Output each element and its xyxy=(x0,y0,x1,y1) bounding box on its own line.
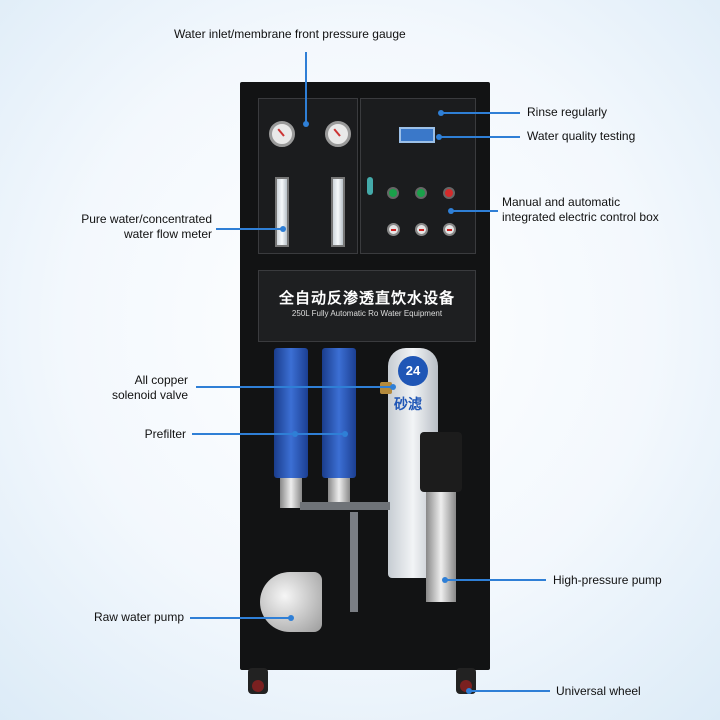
label-prefilter: Prefilter xyxy=(144,427,186,441)
probe-icon xyxy=(367,177,373,195)
callout-line-solenoid xyxy=(196,386,392,388)
label-solenoid: All copper solenoid valve xyxy=(111,373,188,402)
machine-title-en: 250L Fully Automatic Ro Water Equipment xyxy=(291,309,443,318)
callout-dot-control-box xyxy=(448,208,454,214)
callout-dot-solenoid xyxy=(390,384,396,390)
control-box xyxy=(360,98,476,254)
callout-dot-flow-meter xyxy=(280,226,286,232)
callout-line-wheel xyxy=(470,690,550,692)
green-indicator-lamp-2 xyxy=(415,187,427,199)
control-switch-3[interactable] xyxy=(443,223,456,236)
red-indicator-lamp xyxy=(443,187,455,199)
callout-dot-wheel xyxy=(466,688,472,694)
label-flow-meter: Pure water/concentrated water flow meter xyxy=(81,212,212,241)
title-plate: 全自动反渗透直饮水设备 250L Fully Automatic Ro Wate… xyxy=(258,270,476,342)
solenoid-valve xyxy=(380,382,392,394)
high-pressure-pump-body xyxy=(418,432,464,612)
callout-line-water-quality xyxy=(440,136,520,138)
green-indicator-lamp-1 xyxy=(387,187,399,199)
water-quality-meter xyxy=(399,127,435,143)
prefilter-housing-1 xyxy=(280,478,302,508)
badge-number: 24 xyxy=(405,363,421,378)
label-rinse: Rinse regularly xyxy=(527,105,608,119)
label-water-quality: Water quality testing xyxy=(527,129,636,143)
callout-line-prefilter xyxy=(192,433,344,435)
callout-line-raw-pump xyxy=(190,617,290,619)
callout-line-rinse xyxy=(442,112,520,114)
callout-line-control-box xyxy=(452,210,498,212)
callout-dot-rinse xyxy=(438,110,444,116)
inlet-pressure-gauge xyxy=(269,121,295,147)
callout-line-flow-meter xyxy=(216,228,282,230)
label-inlet-gauge: Water inlet/membrane front pressure gaug… xyxy=(174,27,406,41)
callout-line-high-pressure-pump xyxy=(446,579,546,581)
control-switch-2[interactable] xyxy=(415,223,428,236)
callout-dot-high-pressure-pump xyxy=(442,577,448,583)
tank-label: 砂滤 xyxy=(394,396,422,412)
label-high-pressure-pump: High-pressure pump xyxy=(553,573,662,587)
label-control-box: Manual and automatic integrated electric… xyxy=(502,195,659,224)
connector-pipe xyxy=(300,502,390,510)
concentrated-water-flow-meter xyxy=(331,177,345,247)
membrane-pressure-gauge xyxy=(325,121,351,147)
callout-dot-inlet xyxy=(303,121,309,127)
pure-water-flow-meter xyxy=(275,177,289,247)
outlet-pipe xyxy=(350,512,358,612)
callout-dot-prefilter-1 xyxy=(292,431,298,437)
prefilter-1 xyxy=(274,348,308,478)
machine-title-cn: 全自动反渗透直饮水设备 xyxy=(278,290,455,307)
raw-water-pump-body xyxy=(260,572,322,632)
prefilter-housing-2 xyxy=(328,478,350,508)
callout-dot-water-quality xyxy=(436,134,442,140)
prefilter-2 xyxy=(322,348,356,478)
wheel-left xyxy=(248,668,268,694)
callout-line-inlet xyxy=(305,52,307,124)
label-wheel: Universal wheel xyxy=(556,684,641,698)
label-raw-pump: Raw water pump xyxy=(93,610,184,624)
callout-dot-prefilter-2 xyxy=(342,431,348,437)
callout-dot-raw-pump xyxy=(288,615,294,621)
control-switch-1[interactable] xyxy=(387,223,400,236)
machine-frame: 全自动反渗透直饮水设备 250L Fully Automatic Ro Wate… xyxy=(240,82,490,670)
badge-24: 24 xyxy=(398,356,428,386)
